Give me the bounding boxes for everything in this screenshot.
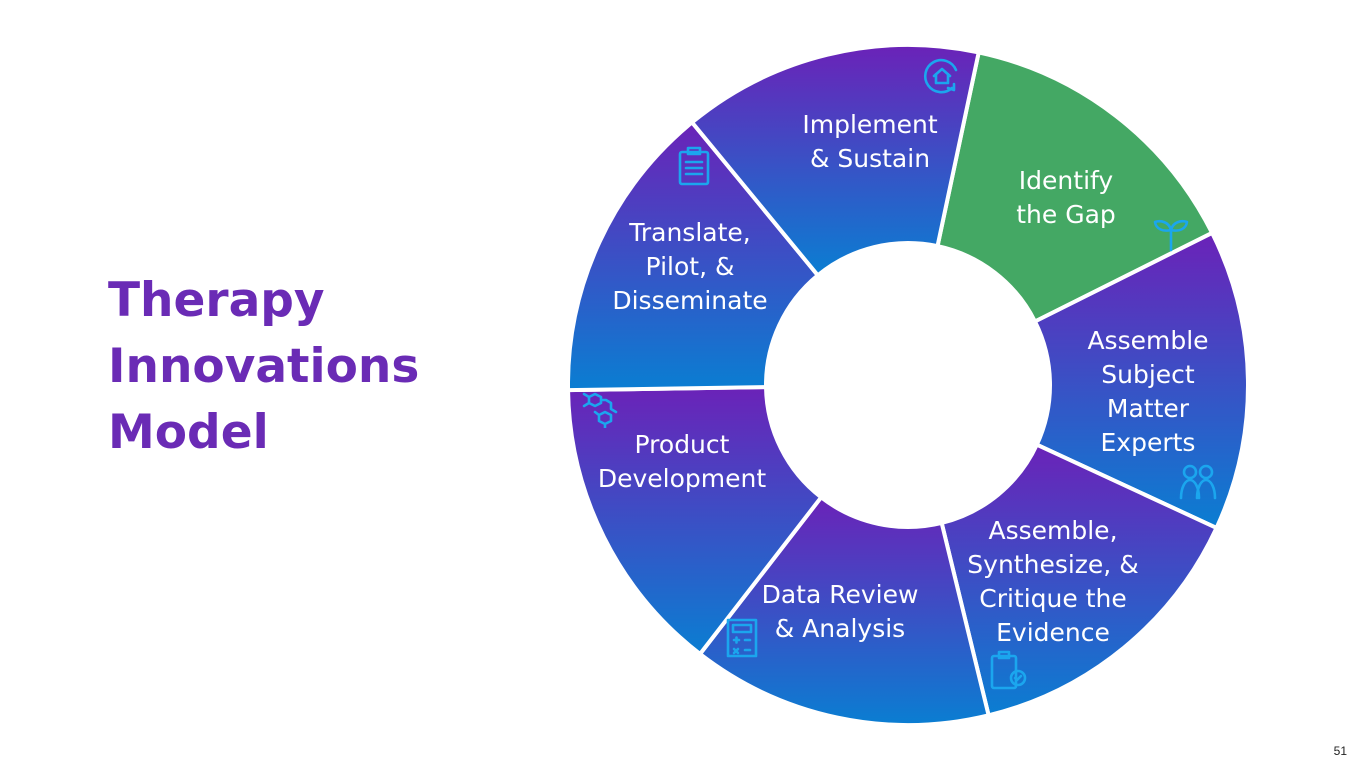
segment-label-data-review: Data Review & Analysis <box>761 580 919 643</box>
wheel-segment <box>697 494 992 727</box>
people-icon <box>1178 460 1218 500</box>
sprout-icon <box>1151 212 1191 252</box>
home-cycle-icon <box>922 56 962 96</box>
wheel-segment <box>939 442 1220 718</box>
segment-label-translate-pilot: Translate, Pilot, & Disseminate <box>612 218 768 315</box>
segment-label-identify-gap: Identify the Gap <box>1016 166 1116 229</box>
wheel-segment <box>689 43 982 279</box>
wheel-segment <box>935 50 1215 325</box>
molecule-icon <box>580 388 620 430</box>
wheel-segment <box>566 119 821 393</box>
clipboard-icon <box>674 146 714 186</box>
wheel-segment <box>566 385 824 657</box>
segment-label-synthesize-evidence: Assemble, Synthesize, & Critique the Evi… <box>967 516 1139 647</box>
slide-title: Therapy Innovations Model <box>108 273 420 460</box>
segment-label-product-development: Product Development <box>597 430 767 493</box>
segment-label-implement-sustain: Implement & Sustain <box>802 110 938 173</box>
clipboard-check-icon <box>988 650 1028 690</box>
calculator-icon <box>722 618 762 658</box>
page-number: 51 <box>1333 744 1347 758</box>
wheel-segment <box>1032 230 1250 531</box>
segment-label-assemble-experts: Assemble Subject Matter Experts <box>1087 326 1209 457</box>
